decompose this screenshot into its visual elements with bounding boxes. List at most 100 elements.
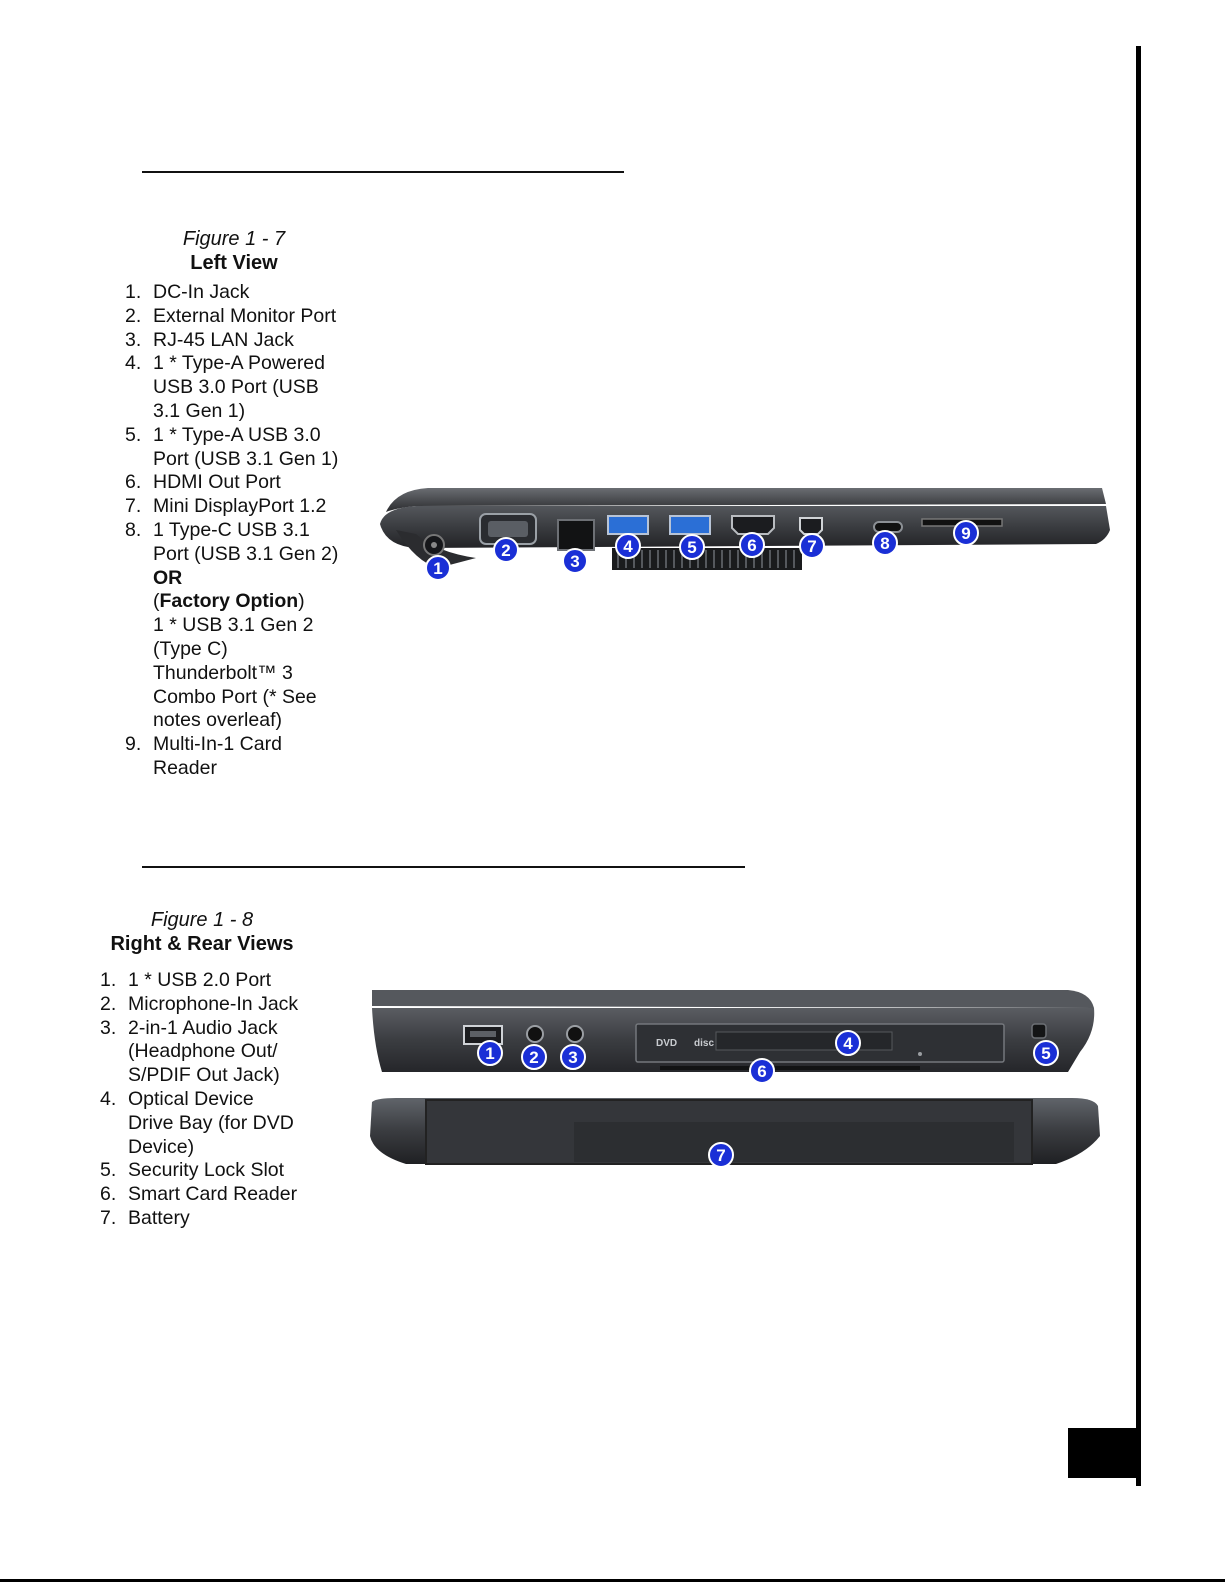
legend-item: 5.Security Lock Slot xyxy=(100,1159,340,1183)
page-edge-bar xyxy=(1136,46,1141,1486)
callout-number: 7 xyxy=(807,537,816,556)
audio-jack xyxy=(566,1025,584,1043)
legend-item-text: 2-in-1 Audio Jack xyxy=(128,1016,278,1039)
legend-item-number: 3. xyxy=(100,1016,117,1039)
security-lock-slot xyxy=(1031,1023,1047,1039)
callout-number: 2 xyxy=(501,541,510,560)
legend-item-text: Smart Card Reader xyxy=(128,1183,298,1206)
callout-number: 4 xyxy=(623,537,633,556)
callout-number: 5 xyxy=(1041,1044,1050,1063)
legend-item-text: Microphone-In Jack xyxy=(128,992,299,1015)
callout-badge xyxy=(739,532,765,558)
legend-item-text: Drive Bay (for DVD xyxy=(128,1111,294,1134)
legend-item-text: Battery xyxy=(128,1206,190,1229)
legend-item-text: Multi-In-1 Card xyxy=(153,733,282,756)
legend-item: 7. Mini DisplayPort 1.2 xyxy=(125,495,365,519)
callout-badge xyxy=(425,555,451,581)
callout-badge xyxy=(562,548,588,574)
callout-number: 5 xyxy=(687,538,696,557)
legend-item-text: RJ-45 LAN Jack xyxy=(153,328,294,351)
legend-item-text: Security Lock Slot xyxy=(128,1159,285,1182)
legend-item-text: S/PDIF Out Jack) xyxy=(128,1064,280,1087)
legend-item-text-part: ) xyxy=(298,590,305,613)
section-rule-top xyxy=(142,171,624,173)
callout-number: 1 xyxy=(433,559,442,578)
legend-item-text: External Monitor Port xyxy=(153,304,337,327)
mic-in-jack xyxy=(526,1025,544,1043)
legend-item-text: Port (USB 3.1 Gen 1) xyxy=(153,447,339,470)
legend-item-text: (Type C) xyxy=(153,637,228,660)
dvd-logo: DVD xyxy=(656,1038,677,1049)
legend-item-number: 6. xyxy=(125,471,142,494)
legend-item-text: Port (USB 3.1 Gen 2) xyxy=(153,542,339,565)
figure-8-label: Figure 1 - 8 xyxy=(150,909,254,931)
legend-item-number: 3. xyxy=(125,328,142,351)
legend-item: 1. DC-In Jack xyxy=(125,281,365,305)
legend-item-number: 1. xyxy=(100,969,117,991)
callout-badge xyxy=(835,1030,861,1056)
callout-badge xyxy=(749,1058,775,1082)
disc-logo: disc xyxy=(694,1038,714,1049)
callout-number: 9 xyxy=(961,524,970,543)
callout-number: 6 xyxy=(747,536,756,555)
rear-view-image: 7 xyxy=(370,1098,1100,1168)
callout-number: 3 xyxy=(570,552,579,571)
callout-number: 7 xyxy=(716,1146,725,1165)
legend-item-number: 7. xyxy=(100,1206,117,1229)
section-rule-middle xyxy=(142,866,745,868)
callout-number: 2 xyxy=(529,1048,538,1067)
legend-item-number: 4. xyxy=(100,1087,117,1110)
legend-item-number: 6. xyxy=(100,1183,117,1206)
legend-item: 1.1 * USB 2.0 Port xyxy=(100,969,340,993)
left-view-lid xyxy=(386,488,1106,512)
callout-badge xyxy=(477,1040,503,1066)
legend-item: 6. HDMI Out Port xyxy=(125,471,365,495)
callout-number: 6 xyxy=(757,1062,766,1081)
legend-item-text: Mini DisplayPort 1.2 xyxy=(153,495,327,518)
legend-item-number: 1. xyxy=(125,281,142,303)
callout-badge xyxy=(493,537,519,563)
legend-item-number: 8. xyxy=(125,518,142,541)
hdmi-port xyxy=(731,515,775,535)
figure-7-title: Left View xyxy=(190,252,278,274)
legend-item: 7. Battery xyxy=(100,1207,340,1231)
legend-item-text: Thunderbolt™ 3 xyxy=(153,661,293,684)
legend-item-text: (Factory Option) xyxy=(153,590,365,614)
legend-item-text-part: Factory Option xyxy=(159,590,299,613)
legend-item-number: 2. xyxy=(100,992,117,1015)
legend-item: 3. RJ-45 LAN Jack xyxy=(125,329,365,353)
legend-item-text: 3.1 Gen 1) xyxy=(153,399,246,422)
callout-badge xyxy=(615,533,641,559)
legend-item-text: DC-In Jack xyxy=(153,281,250,303)
legend-item-text: 1 * Type-A USB 3.0 xyxy=(153,423,321,446)
legend-item-text: Combo Port (* See xyxy=(153,685,317,708)
callout-badge xyxy=(708,1142,734,1168)
callout-number: 1 xyxy=(485,1044,494,1063)
legend-item: 3.2-in-1 Audio Jack(Headphone Out/S/PDIF… xyxy=(100,1017,340,1088)
page-number-tab xyxy=(1068,1428,1140,1478)
legend-item-number: 5. xyxy=(125,423,142,446)
figure-7-label: Figure 1 - 7 xyxy=(182,228,286,250)
legend-item-text-part: OR xyxy=(153,566,183,589)
callout-badge xyxy=(521,1044,547,1070)
legend-item-number: 2. xyxy=(125,304,142,327)
callout-badge xyxy=(679,534,705,560)
callout-badge xyxy=(872,530,898,556)
figure-8-title: Right & Rear Views xyxy=(110,933,294,955)
figure-8-caption: Figure 1 - 8 Right & Rear Views xyxy=(102,908,302,956)
callout-badge xyxy=(799,533,825,559)
legend-item-number: 7. xyxy=(125,495,142,518)
legend-item-number: 9. xyxy=(125,733,142,756)
rj45-jack xyxy=(557,519,595,551)
legend-item-text: 1 * USB 3.1 Gen 2 xyxy=(153,614,314,637)
legend-item-text: 1 Type-C USB 3.1 xyxy=(153,518,310,541)
legend-item-text: HDMI Out Port xyxy=(153,471,281,494)
callout-badge xyxy=(1033,1040,1059,1066)
legend-item-number: 4. xyxy=(125,352,142,375)
